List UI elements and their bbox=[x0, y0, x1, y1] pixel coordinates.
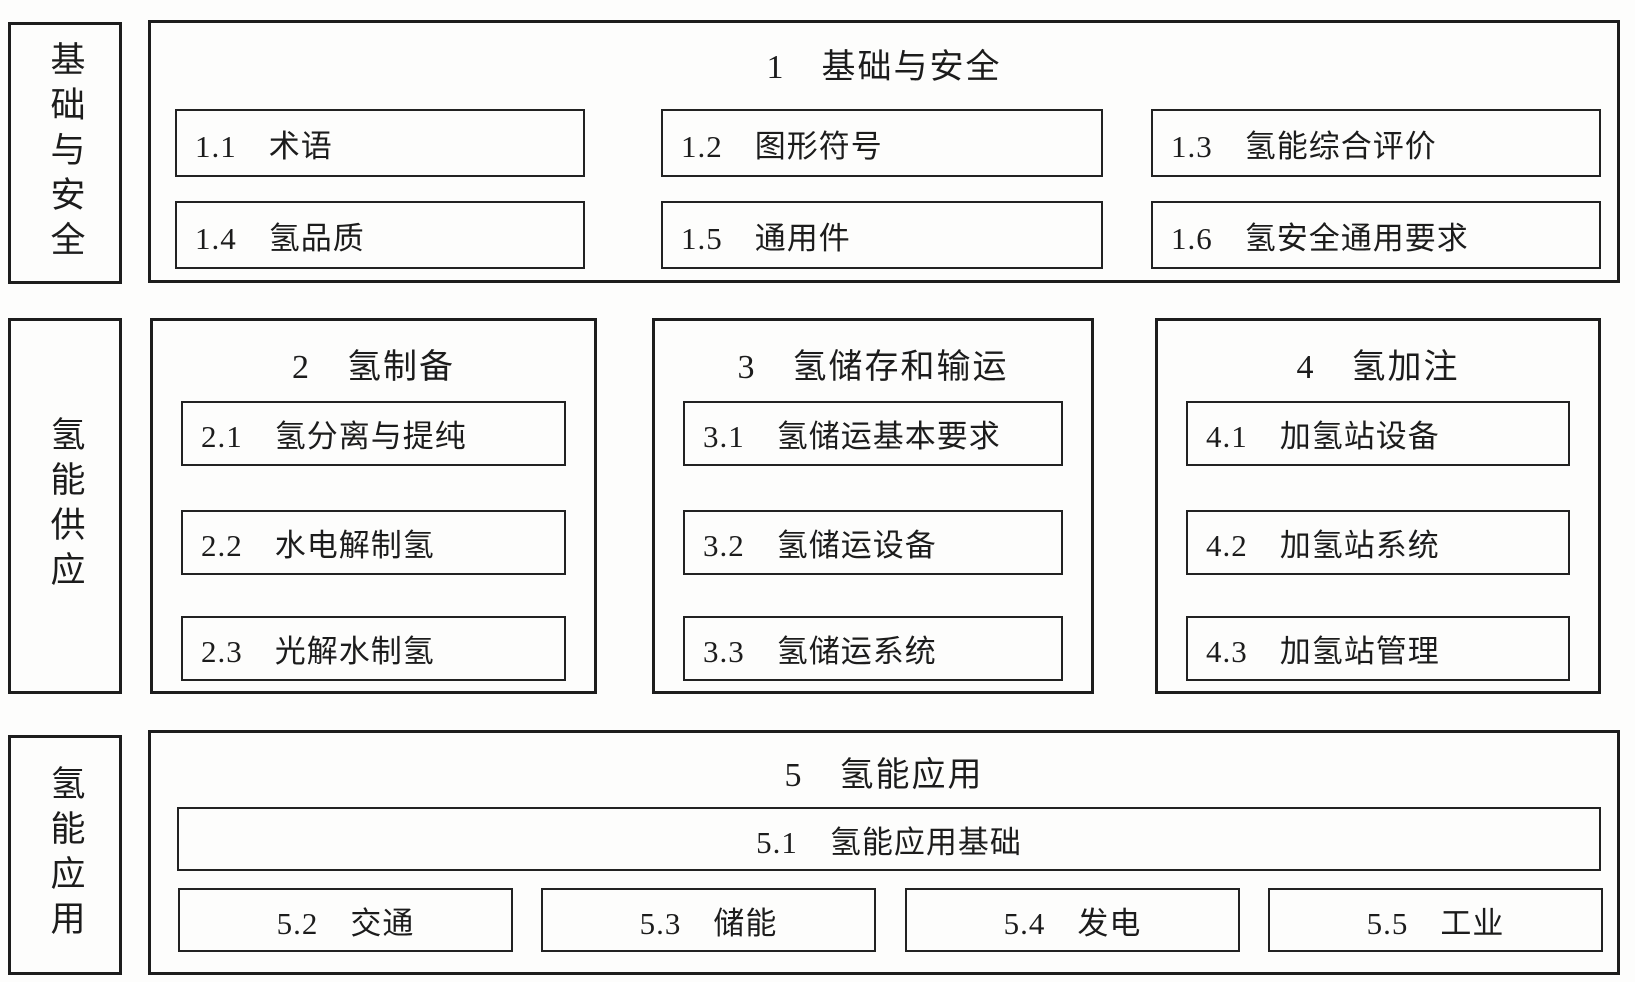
box-5-3-energy-storage: 5.3 储能 bbox=[541, 888, 876, 952]
side-label-text: 基础与安全 bbox=[45, 40, 85, 266]
box-2-1-separation-purification: 2.1 氢分离与提纯 bbox=[181, 401, 566, 466]
side-label-text: 氢能供应 bbox=[45, 416, 85, 596]
box-1-4-hydrogen-quality: 1.4 氢品质 bbox=[175, 201, 585, 269]
section-hydrogen-application: 5 氢能应用 5.1 氢能应用基础 5.2 交通 5.3 储能 5.4 发电 5… bbox=[148, 730, 1620, 975]
section-title-storage: 3 氢储存和输运 bbox=[737, 349, 1009, 386]
box-2-2-water-electrolysis: 2.2 水电解制氢 bbox=[181, 510, 566, 575]
box-3-1-storage-basic-requirements: 3.1 氢储运基本要求 bbox=[683, 401, 1063, 466]
section-foundation-safety: 1 基础与安全 1.1 术语 1.2 图形符号 1.3 氢能综合评价 1.4 氢… bbox=[148, 20, 1620, 283]
side-label-foundation-safety: 基础与安全 bbox=[8, 22, 122, 284]
side-label-text: 氢能应用 bbox=[45, 765, 85, 945]
side-label-hydrogen-supply: 氢能供应 bbox=[8, 318, 122, 694]
box-5-1-application-basics: 5.1 氢能应用基础 bbox=[177, 807, 1601, 871]
box-1-1-terminology: 1.1 术语 bbox=[175, 109, 585, 177]
section-title-production: 2 氢制备 bbox=[292, 349, 455, 386]
box-3-3-storage-systems: 3.3 氢储运系统 bbox=[683, 616, 1063, 681]
box-3-2-storage-equipment: 3.2 氢储运设备 bbox=[683, 510, 1063, 575]
section-title-refueling: 4 氢加注 bbox=[1296, 349, 1460, 386]
section-hydrogen-refueling: 4 氢加注 4.1 加氢站设备 4.2 加氢站系统 4.3 加氢站管理 bbox=[1155, 318, 1601, 694]
section-title-application: 5 氢能应用 bbox=[784, 757, 984, 794]
section-storage-transport: 3 氢储存和输运 3.1 氢储运基本要求 3.2 氢储运设备 3.3 氢储运系统 bbox=[652, 318, 1094, 694]
box-2-3-photolysis: 2.3 光解水制氢 bbox=[181, 616, 566, 681]
box-1-6-safety-general-requirements: 1.6 氢安全通用要求 bbox=[1151, 201, 1601, 269]
box-1-3-comprehensive-evaluation: 1.3 氢能综合评价 bbox=[1151, 109, 1601, 177]
box-5-4-power-generation: 5.4 发电 bbox=[905, 888, 1240, 952]
box-5-2-transportation: 5.2 交通 bbox=[178, 888, 513, 952]
box-4-2-station-systems: 4.2 加氢站系统 bbox=[1186, 510, 1570, 575]
box-1-2-graphic-symbols: 1.2 图形符号 bbox=[661, 109, 1103, 177]
section-title-foundation: 1 基础与安全 bbox=[766, 49, 1002, 86]
box-1-5-common-parts: 1.5 通用件 bbox=[661, 201, 1103, 269]
section-hydrogen-production: 2 氢制备 2.1 氢分离与提纯 2.2 水电解制氢 2.3 光解水制氢 bbox=[150, 318, 597, 694]
side-label-hydrogen-application: 氢能应用 bbox=[8, 735, 122, 975]
box-4-1-station-equipment: 4.1 加氢站设备 bbox=[1186, 401, 1570, 466]
box-5-5-industry: 5.5 工业 bbox=[1268, 888, 1603, 952]
box-4-3-station-management: 4.3 加氢站管理 bbox=[1186, 616, 1570, 681]
